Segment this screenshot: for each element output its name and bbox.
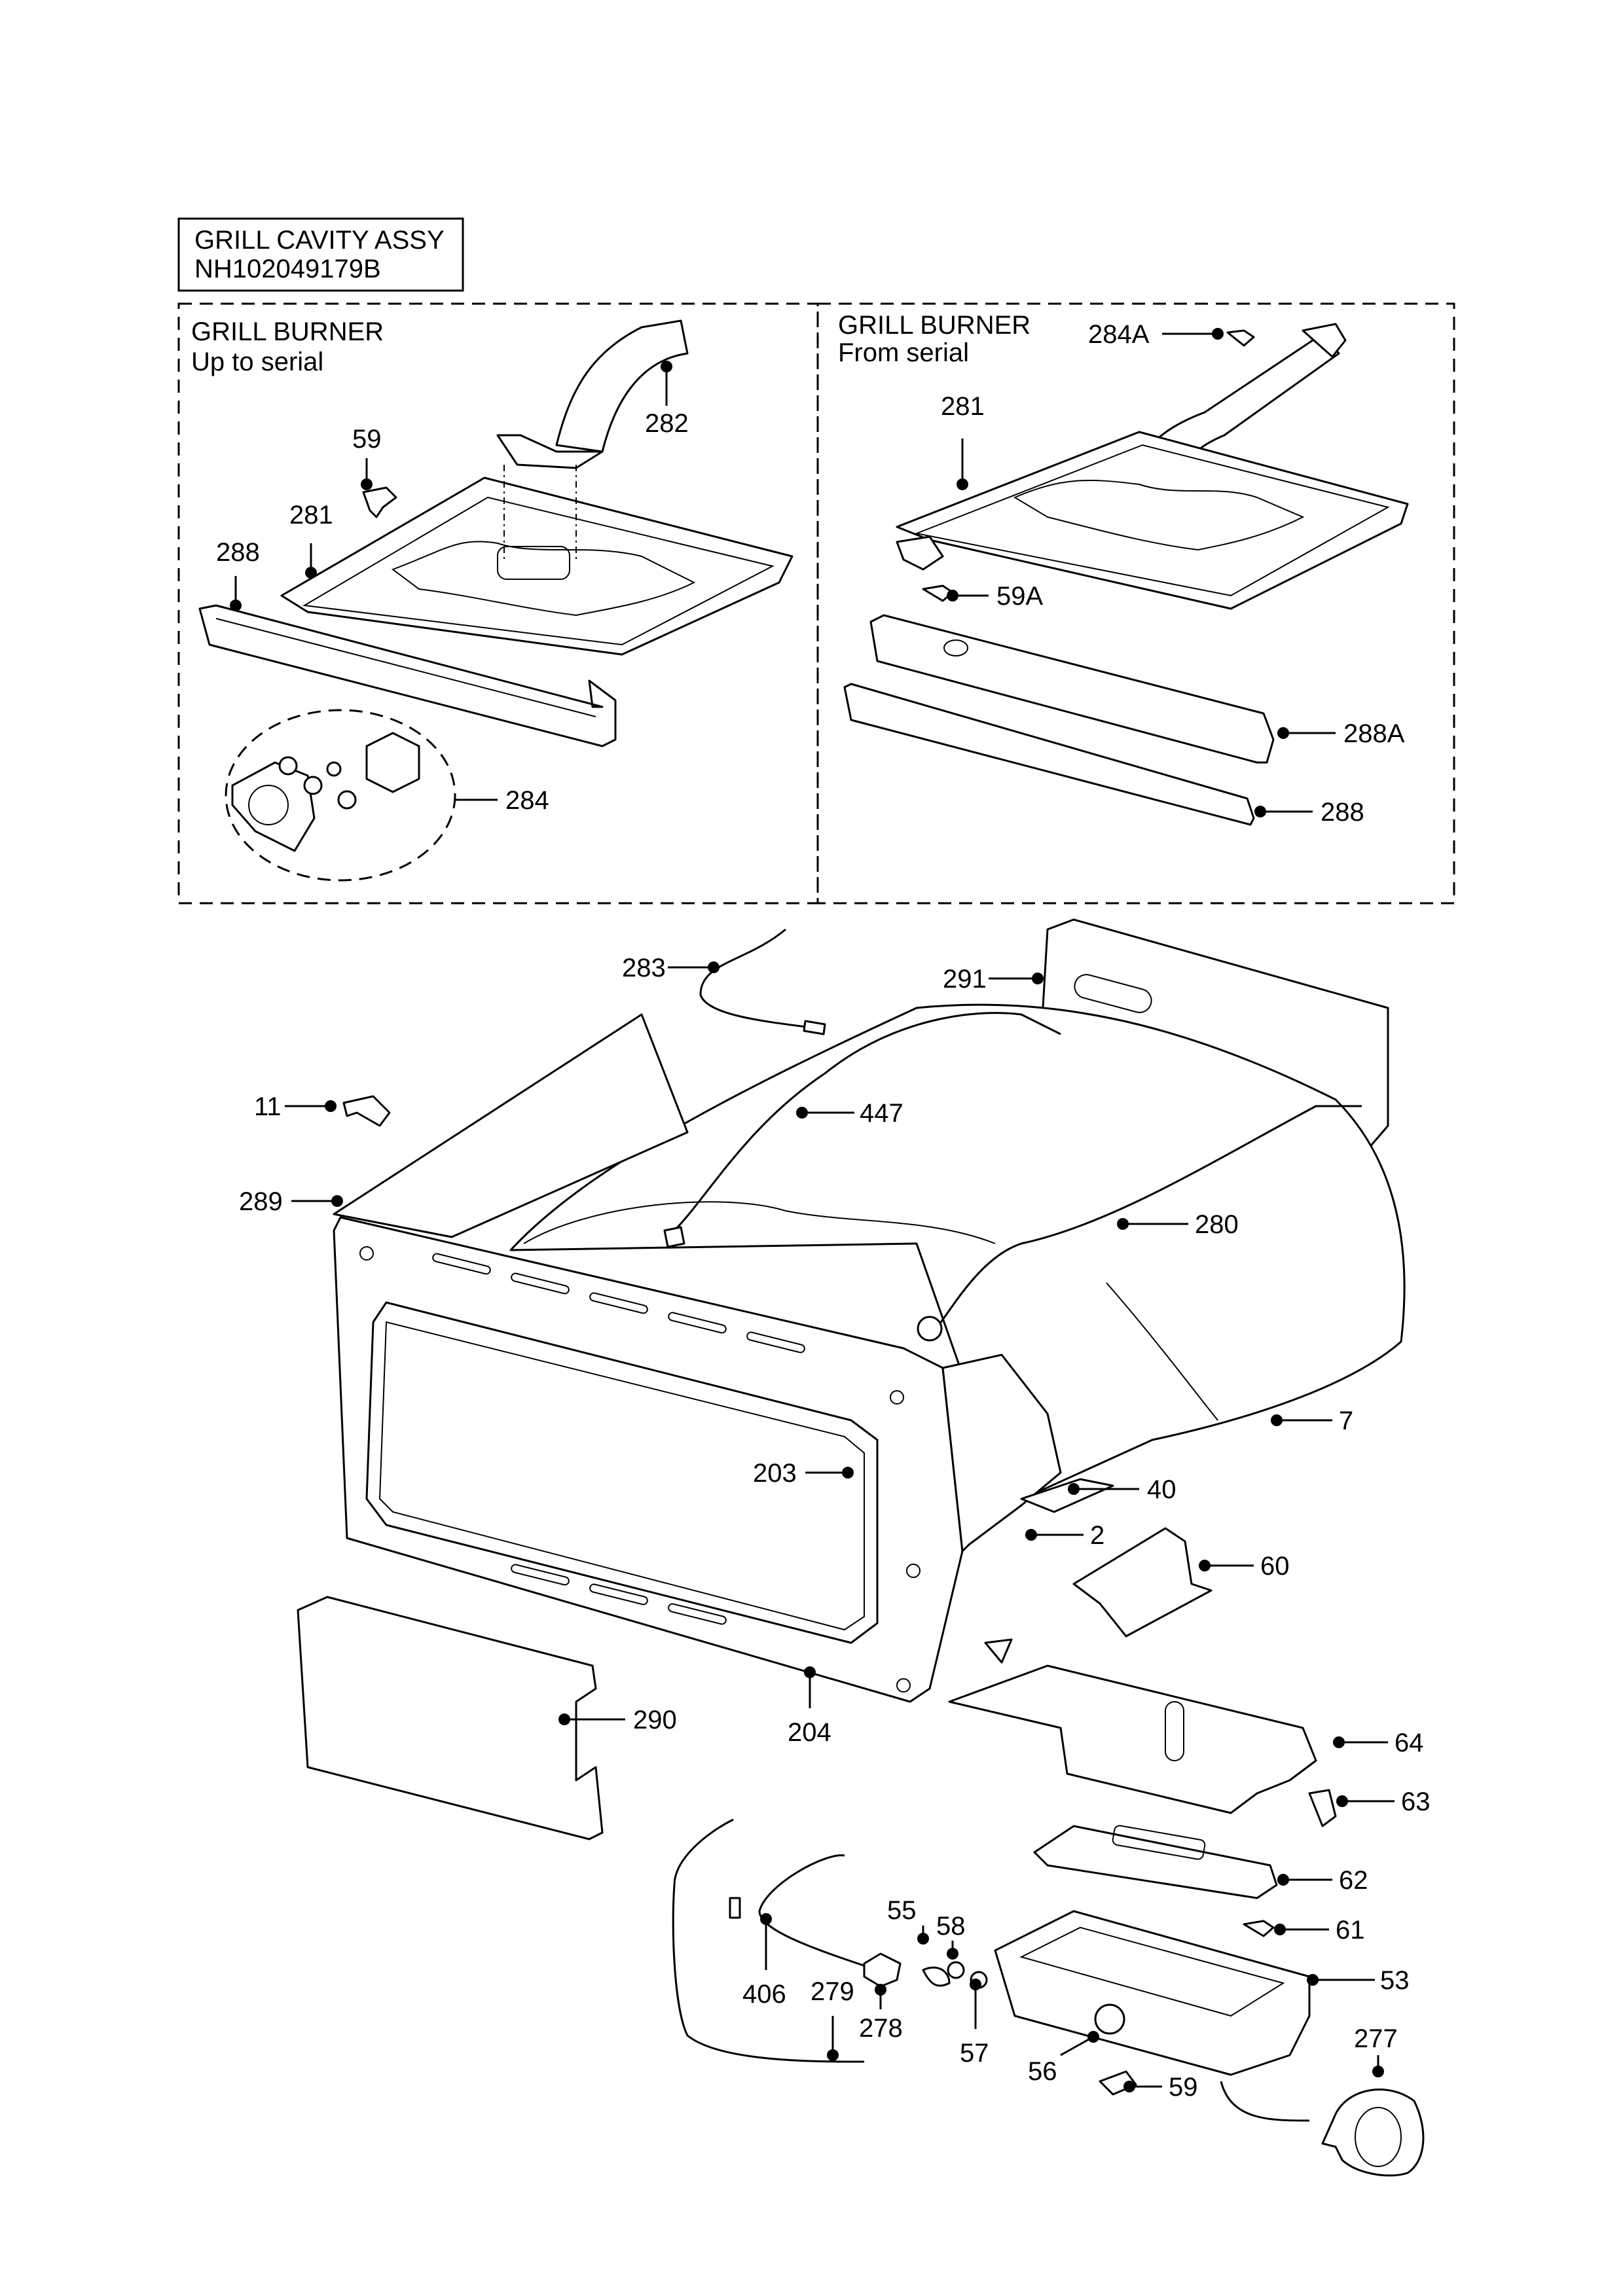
screw-284A [1226,329,1255,347]
panel-right-title: GRILL BURNER [838,311,1030,340]
channel-60 [1072,1527,1213,1638]
callout-283: 283 [622,954,666,982]
pipe-277 [1220,2081,1310,2122]
callout-288A: 288A [1343,719,1405,748]
frame-slots [432,1253,805,1625]
callout-58: 58 [936,1912,966,1941]
callout-277: 277 [1354,2024,1398,2053]
callout-64: 64 [1395,1729,1424,1757]
callouts: 282 59 281 288 284 284A 281 59A 288A [216,320,1431,2102]
right-burner-drawing [843,323,1409,826]
callout-56: 56 [1028,2057,1057,2086]
callout-279: 279 [811,1977,854,2006]
callout-7: 7 [1339,1407,1353,1435]
callout-281-left: 281 [289,501,333,529]
side-panel-289 [333,1013,689,1238]
callout-59A: 59A [996,582,1043,611]
ring-55 [922,1966,951,1987]
callout-61: 61 [1336,1916,1365,1945]
callout-11: 11 [254,1092,282,1121]
clip-59A [896,535,944,571]
burner-box-53 [994,1910,1311,2076]
panel-left-title: GRILL BURNER [191,317,384,346]
title-box: GRILL CAVITY ASSY NH102049179B [177,217,464,292]
burner-62 [1033,1825,1278,1899]
wire-279 [672,1818,865,2063]
title-box-line2: NH102049179B [194,255,381,283]
grill-burner-panels: GRILL BURNER Up to serial GRILL BURNER F… [177,302,1455,905]
clip-59-bottom [1099,2070,1137,2096]
side-inner-2 [941,1354,1062,1552]
callout-40: 40 [1147,1475,1176,1504]
callout-290: 290 [633,1706,677,1734]
main-cavity-drawing [297,918,1425,2177]
spark-box [365,732,420,793]
callout-63: 63 [1401,1787,1431,1816]
callout-291: 291 [943,965,987,994]
valve-277 [1321,2089,1425,2177]
bracket-11 [342,1095,391,1127]
burner-plate-left [280,476,793,656]
nut-56 [1094,2003,1125,2035]
callout-55: 55 [887,1896,917,1925]
tray-64 [948,1664,1317,1814]
nut-278 [863,1952,902,1988]
bracket-288-right [843,683,1255,826]
tube-end [1302,323,1347,358]
callout-2: 2 [1090,1521,1104,1550]
callout-281-right: 281 [941,392,985,421]
panel-left-subtitle: Up to serial [191,348,323,376]
callout-447: 447 [860,1099,903,1128]
burner-plate-right [896,431,1409,610]
clip-64-top [984,1638,1013,1664]
pipe-280 [935,1105,1362,1329]
callout-203: 203 [753,1459,797,1488]
gas-pipe-283 [699,928,812,1029]
callout-288-left: 288 [216,538,260,567]
plate-40 [1020,1478,1114,1513]
bracket-288A [869,614,1275,764]
callout-59-top: 59 [352,425,382,454]
panel-290 [297,1596,604,1840]
title-box-line1: GRILL CAVITY ASSY [194,226,445,255]
callout-60: 60 [1260,1552,1290,1581]
panel-right-subtitle: From serial [838,338,969,367]
callout-62: 62 [1339,1866,1368,1895]
callout-406: 406 [742,1980,786,2009]
callout-289: 289 [239,1187,283,1216]
mount-bracket [231,761,316,852]
burner-tube [555,319,689,453]
callout-280: 280 [1195,1210,1239,1239]
callout-59-bottom: 59 [1169,2073,1198,2102]
callout-288-right: 288 [1321,798,1364,827]
callout-278: 278 [859,2014,903,2043]
callout-284A: 284A [1088,320,1150,349]
callout-284: 284 [505,786,549,815]
callout-53: 53 [1380,1966,1410,1995]
screw-61 [1243,1920,1275,1937]
pipe-406 [758,1854,878,1971]
callout-204: 204 [788,1718,831,1747]
tube-flange [496,434,604,469]
wire-447 [673,1012,1061,1232]
clip-63 [1308,1789,1337,1827]
callout-57: 57 [960,2039,989,2068]
left-burner-drawing [198,319,793,882]
callout-282: 282 [645,409,689,438]
clip-59-top [362,486,397,518]
door-seal-203 [365,1301,879,1644]
insulation-blanket [509,1003,1406,1507]
